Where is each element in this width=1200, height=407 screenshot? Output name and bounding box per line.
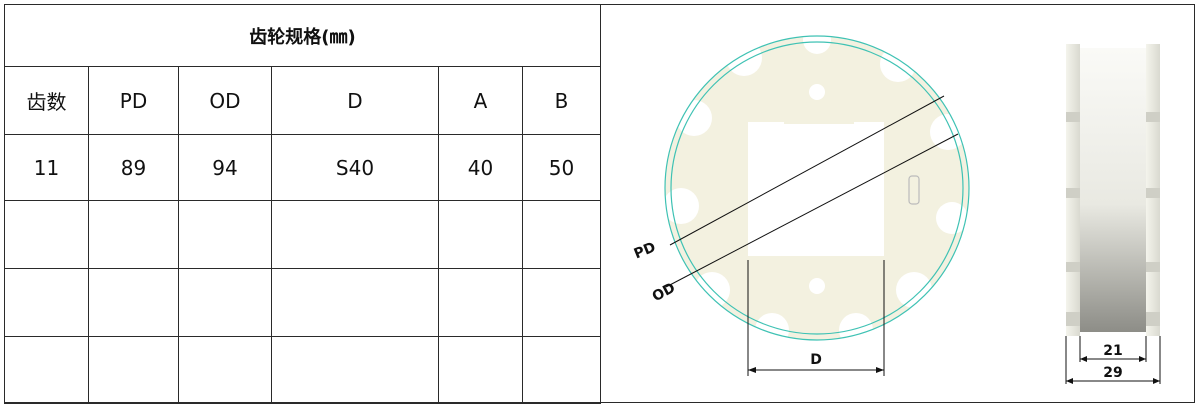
outer-width-label: 29: [1103, 365, 1122, 381]
cell-b: [522, 200, 601, 269]
header-a: A: [438, 66, 523, 135]
table-row: 11 89 94 S40 40 50: [4, 134, 601, 201]
outer-width-dimension: 29: [1065, 336, 1161, 384]
cell-b: [522, 268, 601, 337]
cell-teeth: 11: [4, 134, 89, 201]
pitch-diameter-circle: [670, 41, 964, 335]
gear-front-view: PD OD D: [632, 26, 970, 376]
hub-body: [1080, 48, 1146, 332]
pd-leader-line: [669, 95, 945, 246]
cell-a: [438, 336, 523, 404]
key-slot: [908, 175, 920, 205]
bore-dimension: D: [747, 260, 885, 376]
cell-pd: [88, 336, 179, 404]
cell-d: S40: [271, 134, 439, 201]
header-b: B: [522, 66, 601, 135]
od-leader-line: [665, 133, 959, 288]
outer-diameter-circle: [664, 35, 970, 341]
cell-pd: 89: [88, 134, 179, 201]
cell-teeth: [4, 336, 89, 404]
cell-b: 50: [522, 134, 601, 201]
cell-teeth: [4, 268, 89, 337]
table-title: 齿轮规格(㎜): [4, 4, 601, 67]
cell-a: [438, 200, 523, 269]
d-label: D: [810, 352, 822, 368]
cell-d: [271, 336, 439, 404]
cell-pd: [88, 200, 179, 269]
cell-b: [522, 336, 601, 404]
gear-side-view: 21 29: [1065, 44, 1161, 384]
cell-teeth: [4, 200, 89, 269]
header-d: D: [271, 66, 439, 135]
cell-od: [178, 200, 272, 269]
table-row: [4, 200, 601, 269]
pd-label: PD: [632, 239, 658, 262]
cell-a: [438, 268, 523, 337]
table-row: [4, 268, 601, 337]
tooth-pockets: [663, 26, 968, 347]
cell-od: [178, 336, 272, 404]
cell-d: [271, 200, 439, 269]
inner-width-label: 21: [1103, 343, 1122, 359]
gear-drawing: PD OD D 21: [600, 4, 1161, 403]
cell-d: [271, 268, 439, 337]
header-od: OD: [178, 66, 272, 135]
header-teeth: 齿数: [4, 66, 89, 135]
header-pd: PD: [88, 66, 179, 135]
od-label: OD: [650, 280, 678, 305]
table-row: [4, 336, 601, 404]
table-header-row: 齿数 PD OD D A B: [4, 66, 601, 135]
cell-od: 94: [178, 134, 272, 201]
cell-pd: [88, 268, 179, 337]
inner-width-dimension: 21: [1079, 336, 1147, 362]
cell-od: [178, 268, 272, 337]
gear-spec-table: 齿轮规格(㎜) 齿数 PD OD D A B 11 89 94 S40 40 5…: [4, 4, 601, 404]
cell-a: 40: [438, 134, 523, 201]
square-bore: [748, 122, 884, 256]
